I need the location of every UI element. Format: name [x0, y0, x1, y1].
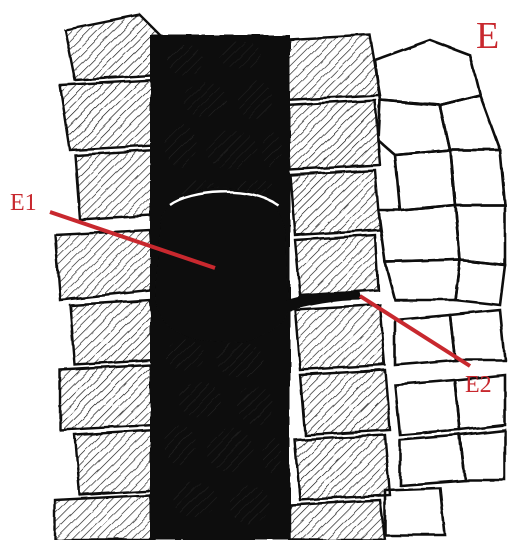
label-e2: E2 [465, 372, 492, 398]
hatched-cells-left [55, 15, 165, 540]
hatched-cells-right [280, 35, 390, 540]
dark-body [155, 188, 288, 343]
panel-letter: E [476, 15, 499, 57]
label-e1: E1 [10, 190, 37, 216]
open-cell-network [375, 40, 505, 535]
